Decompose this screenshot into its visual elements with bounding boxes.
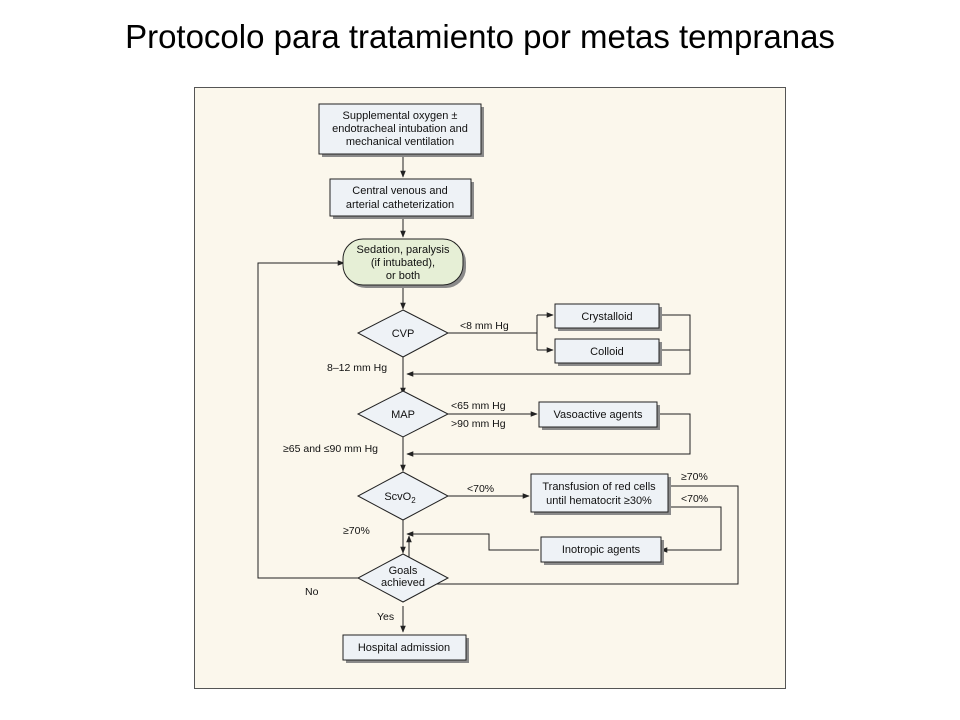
scvo2-ok-label: ≥70% (343, 525, 370, 537)
yes-label: Yes (377, 611, 394, 623)
inotropic-label: Inotropic agents (562, 544, 641, 556)
catheterization-box: Central venous and arterial catheterizat… (329, 178, 474, 219)
transfusion-low-label: <70% (681, 493, 708, 505)
oxygen-box: Supplemental oxygen ± endotracheal intub… (318, 103, 484, 157)
cvp-ok-label: 8–12 mm Hg (327, 362, 387, 374)
goals-line-1: Goals (389, 565, 418, 577)
vasoactive-label: Vasoactive agents (553, 409, 643, 421)
goals-decision: Goals achieved (356, 553, 450, 603)
scvo2-label: ScvO2 (384, 491, 416, 505)
crystalloid-box: Crystalloid (554, 303, 662, 331)
scvo2-decision: ScvO2 (356, 471, 450, 521)
connectors (257, 157, 739, 633)
sedation-line-2: (if intubated), (371, 257, 435, 269)
oxygen-line-1: Supplemental oxygen ± (343, 110, 458, 122)
slide-title: Protocolo para tratamiento por metas tem… (125, 18, 835, 55)
transfusion-line-2: until hematocrit ≥30% (546, 495, 652, 507)
oxygen-line-3: mechanical ventilation (346, 136, 454, 148)
sedation-box: Sedation, paralysis (if intubated), or b… (342, 238, 466, 288)
map-decision: MAP (356, 390, 450, 438)
goals-line-2: achieved (381, 577, 425, 589)
cvp-label: CVP (392, 328, 415, 340)
vasoactive-box: Vasoactive agents (538, 401, 660, 430)
map-ok-label: ≥65 and ≤90 mm Hg (283, 443, 378, 455)
crystalloid-label: Crystalloid (581, 311, 632, 323)
inotropic-box: Inotropic agents (540, 536, 664, 565)
scvo2-low-label: <70% (467, 483, 494, 495)
flowchart-panel: Supplemental oxygen ± endotracheal intub… (194, 87, 786, 689)
scvo2-main: ScvO (384, 491, 411, 503)
map-high-label: >90 mm Hg (451, 418, 506, 430)
map-label: MAP (391, 409, 415, 421)
transfusion-box: Transfusion of red cells until hematocri… (530, 473, 671, 515)
sedation-line-3: or both (386, 270, 420, 282)
flowchart: Supplemental oxygen ± endotracheal intub… (257, 103, 739, 663)
cvp-low-label: <8 mm Hg (460, 320, 509, 332)
map-low-label: <65 mm Hg (451, 400, 506, 412)
catheter-line-1: Central venous and (352, 185, 447, 197)
edge-labels: <8 mm Hg 8–12 mm Hg <65 mm Hg >90 mm Hg … (283, 320, 708, 623)
transfusion-ok-label: ≥70% (681, 471, 708, 483)
hospital-label: Hospital admission (358, 642, 450, 654)
oxygen-line-2: endotracheal intubation and (332, 123, 468, 135)
no-label: No (305, 586, 319, 598)
colloid-label: Colloid (590, 346, 624, 358)
scvo2-subscript: 2 (411, 496, 416, 505)
transfusion-line-1: Transfusion of red cells (542, 481, 656, 493)
cvp-decision: CVP (356, 309, 450, 358)
hospital-box: Hospital admission (342, 634, 469, 663)
catheter-line-2: arterial catheterization (346, 199, 454, 211)
sedation-line-1: Sedation, paralysis (357, 244, 450, 256)
colloid-box: Colloid (554, 338, 662, 366)
